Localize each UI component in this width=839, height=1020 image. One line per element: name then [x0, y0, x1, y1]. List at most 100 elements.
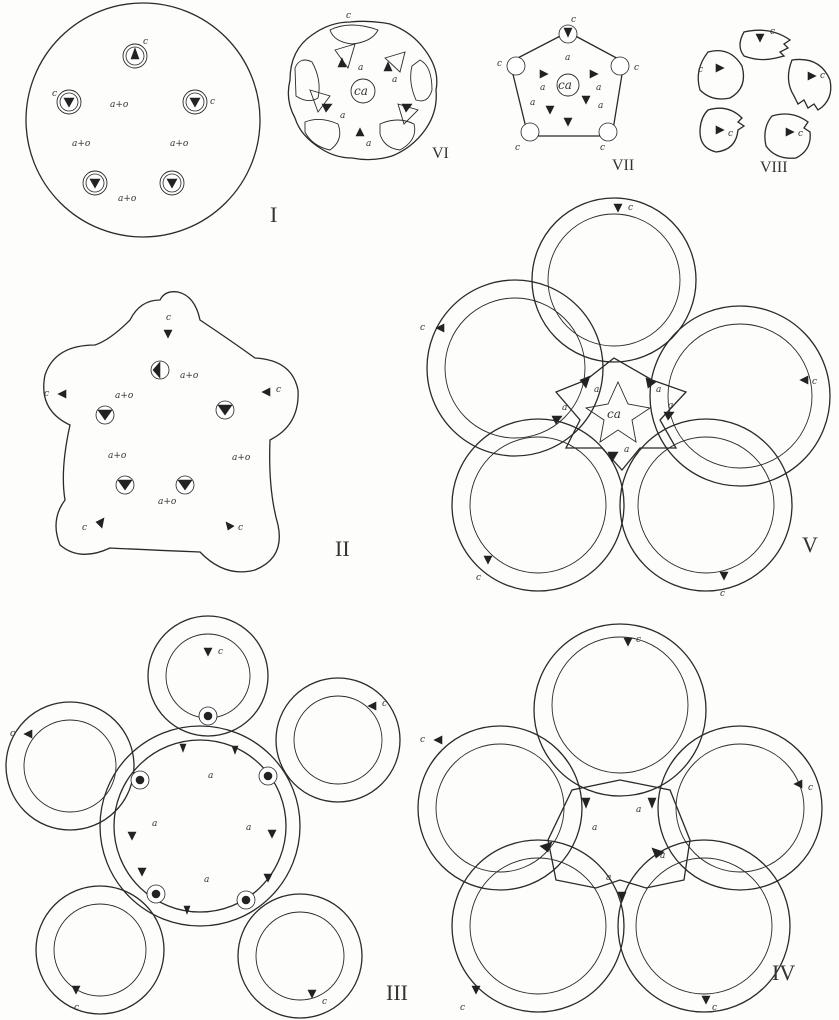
- fig-v-bundle: [664, 412, 674, 420]
- fig-iii-small-bundle: [232, 746, 238, 754]
- fig-v-inner-label: a: [624, 445, 629, 455]
- fig-iv-marker-label: c: [808, 783, 813, 793]
- figure-iii: c c c c c a a a a III: [6, 616, 408, 1018]
- fig-iv-inner-label: a: [636, 805, 641, 815]
- fig-i-bundle: [160, 171, 184, 195]
- fig-iii-marker-bundle: [308, 990, 316, 998]
- fig-vi-inner-label: a: [366, 139, 371, 149]
- fig-ii-marker-label: c: [166, 313, 171, 323]
- fig-iv-marker-bundle: [472, 986, 480, 994]
- fig-vi-sac: [295, 60, 319, 101]
- fig-ii-marker-label: c: [238, 523, 243, 533]
- fig-viii-numeral: VIII: [760, 159, 788, 176]
- fig-v-marker-label: c: [812, 377, 817, 387]
- fig-viii-segment: [765, 114, 810, 158]
- fig-ii-marker-label: c: [276, 385, 281, 395]
- fig-vii-marker-label: c: [634, 63, 639, 73]
- fig-iii-bundle: [147, 885, 165, 903]
- fig-i-bundle: [123, 44, 147, 68]
- fig-viii-marker-label: c: [798, 129, 803, 139]
- fig-vii-bundle: [564, 118, 572, 126]
- fig-iii-marker-bundle: [24, 730, 32, 738]
- fig-v-inner-label: a: [668, 401, 673, 411]
- fig-iv-lobe-inner: [470, 858, 606, 994]
- fig-iv-inner-label: a: [660, 851, 665, 861]
- fig-iii-marker-label: c: [10, 729, 15, 739]
- fig-i-marker-label: c: [52, 89, 57, 99]
- fig-vi-inner-label: a: [340, 111, 345, 121]
- fig-iii-marker-bundle: [72, 986, 80, 994]
- fig-iv-lobe-inner: [636, 858, 772, 994]
- fig-vi-bundle: [338, 58, 346, 67]
- fig-v-marker-label: c: [420, 323, 425, 333]
- fig-vi-sac: [305, 119, 340, 150]
- fig-viii-bundle: [808, 72, 816, 80]
- fig-viii-bundle: [716, 126, 724, 134]
- fig-vii-marker-label: c: [497, 59, 502, 69]
- fig-ii-numeral: II: [335, 536, 350, 561]
- fig-v-lobe-inner: [445, 298, 585, 438]
- fig-i-numeral: I: [270, 202, 277, 227]
- fig-vii-inner-label: a: [596, 83, 601, 93]
- fig-iii-lobe-inner: [294, 696, 382, 784]
- fig-v-marker-label: c: [720, 589, 725, 599]
- fig-vi-sac: [330, 25, 378, 44]
- fig-vi-inner-label: a: [392, 75, 397, 85]
- fig-v-marker-bundle: [614, 204, 622, 212]
- fig-vii-bundle: [590, 70, 598, 78]
- fig-viii-segment: [698, 51, 743, 99]
- fig-iii-lobe-outer: [36, 886, 164, 1014]
- fig-v-center-label: ca: [607, 407, 621, 421]
- fig-vii-bundle: [546, 106, 554, 114]
- fig-ii-marker-bundle: [226, 522, 234, 530]
- fig-iii-lobe-inner: [54, 904, 146, 996]
- fig-vi-bundle: [322, 104, 332, 112]
- fig-ii-marker-bundle: [96, 518, 104, 528]
- fig-i-marker-label: c: [143, 37, 148, 47]
- fig-v-lobe-inner: [638, 437, 774, 573]
- fig-iii-marker-label: c: [382, 699, 387, 709]
- fig-vii-bundle: [582, 96, 590, 104]
- fig-v-lobe-inner: [548, 214, 680, 346]
- fig-vii-marker-label: c: [600, 143, 605, 153]
- fig-iii-bundle: [237, 891, 255, 909]
- fig-viii-segment: [788, 59, 830, 110]
- fig-iv-lobe-outer: [658, 726, 822, 890]
- fig-vii-lobe: [507, 57, 525, 75]
- fig-vi-bundle: [356, 128, 364, 136]
- fig-vi-numeral: VI: [432, 145, 449, 162]
- fig-iii-lobe-inner: [24, 720, 116, 812]
- fig-vii-numeral: VII: [612, 157, 634, 174]
- fig-vii-lobe: [521, 123, 539, 141]
- fig-iv-bundle: [582, 798, 590, 808]
- fig-ii-ring-label: a+o: [232, 453, 251, 463]
- fig-iii-inner-label: a: [152, 819, 157, 829]
- fig-vi-center-label: ca: [354, 84, 368, 98]
- fig-iii-bundle: [259, 767, 277, 785]
- figure-viii: c c c c c VIII: [698, 27, 831, 176]
- fig-iii-lobe-outer: [276, 678, 400, 802]
- fig-v-inner-label: a: [594, 385, 599, 395]
- fig-ii-ring-label: a+o: [158, 497, 177, 507]
- fig-iv-lobe-outer: [534, 624, 706, 796]
- fig-i-ring-label: a+o: [170, 139, 189, 149]
- fig-vi-inner-label: a: [358, 63, 363, 73]
- fig-vii-lobe: [599, 123, 617, 141]
- fig-iii-numeral: III: [386, 980, 408, 1005]
- fig-vii-inner-label: a: [540, 83, 545, 93]
- fig-i-bundle: [57, 90, 81, 114]
- fig-vii-inner-label: a: [598, 101, 603, 111]
- fig-i-ring-label: a+o: [110, 100, 129, 110]
- fig-vii-marker-label: c: [571, 15, 576, 25]
- fig-vii-marker-label: c: [515, 143, 520, 153]
- fig-v-lobe-outer: [427, 280, 603, 456]
- fig-iii-center-body: [100, 726, 300, 926]
- figure-vii: c c c c c a a a a a ca VII: [497, 15, 639, 174]
- fig-iv-inner-label: a: [592, 823, 597, 833]
- fig-ii-marker-label: c: [44, 389, 49, 399]
- fig-iii-lobe-inner: [256, 912, 344, 1000]
- fig-viii-bundle: [756, 34, 764, 42]
- fig-iii-marker-bundle: [204, 648, 212, 656]
- fig-ii-bundle: [96, 406, 114, 424]
